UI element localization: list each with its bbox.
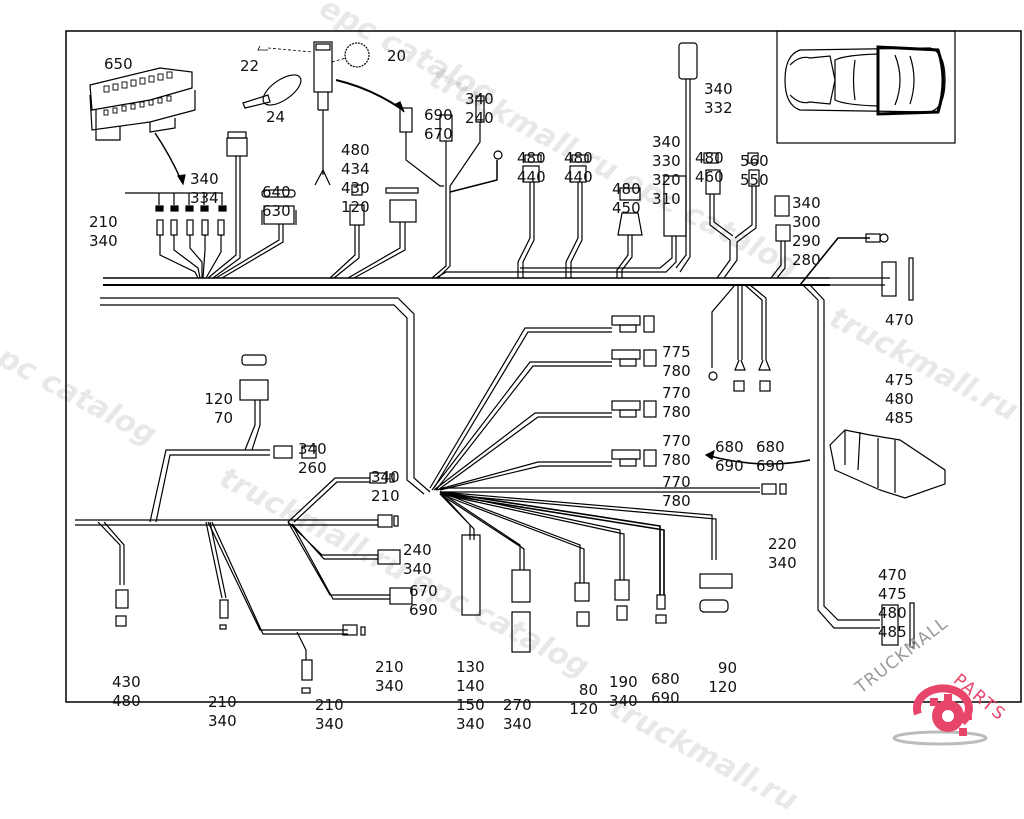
harness-branch-right [802, 284, 880, 629]
connector-334-icon [207, 131, 248, 279]
connector-485-icon [881, 602, 915, 648]
car-inset-frame [776, 30, 956, 144]
sensor-plug-icon [313, 41, 370, 186]
vehicle-top-view-icon [784, 45, 946, 116]
callout-20: 20 [387, 47, 407, 65]
connector-332-icon [675, 42, 698, 273]
wiring-diagram [65, 30, 1022, 703]
callout-22: 22 [240, 57, 260, 75]
connector-430-icon [329, 184, 365, 279]
arrow-icon [705, 454, 811, 465]
connector-large-icon [347, 187, 419, 279]
main-harness-trunk-top [103, 277, 890, 286]
fuse-holders-icon [125, 192, 227, 279]
connector-780-group [429, 315, 657, 491]
connector-470-icon [881, 257, 914, 301]
connector-450-icon [616, 187, 643, 278]
callout-470-top: 470 [885, 311, 914, 329]
callout-650: 650 [104, 55, 133, 73]
arrow-icon [154, 132, 183, 183]
relay-box-icon [829, 429, 946, 499]
harness-lower-left [75, 354, 413, 694]
callout-24: 24 [266, 108, 286, 126]
connector-680-690-drops [708, 284, 771, 392]
cable-tie-icon [242, 45, 313, 109]
connector-630-icon [215, 189, 297, 279]
connector-310-icon [435, 175, 687, 279]
connector-440-b-icon [565, 154, 589, 278]
arrow-icon [335, 79, 401, 109]
harness-branch-center [100, 297, 431, 495]
gear-logo-icon [892, 684, 988, 746]
ring-terminal-icon [799, 233, 889, 286]
fuse-box-650-icon [89, 67, 196, 141]
connector-460-icon [703, 152, 760, 279]
diagram-frame [65, 30, 1022, 703]
connector-280-icon [770, 195, 791, 279]
harness-fan-bottom [439, 483, 787, 653]
truckmallparts-logo: TRUCKMALL PARTS [852, 613, 1024, 750]
connector-branch-group [399, 95, 503, 279]
connector-440-a-icon [517, 154, 542, 278]
